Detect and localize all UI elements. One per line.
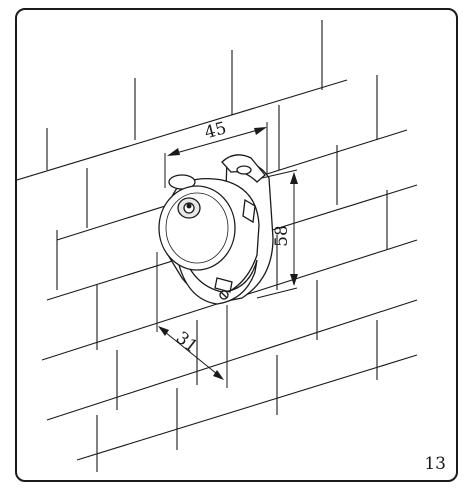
camera-device (158, 154, 274, 305)
page-number: 13 (424, 454, 446, 474)
installation-diagram: 45 58 31 (17, 20, 418, 472)
brick-wall (17, 20, 418, 472)
camera-dome (158, 185, 236, 271)
figure-frame: 45 58 31 13 (15, 8, 458, 482)
dimension-height: 58 (256, 169, 298, 299)
dimension-width: 45 (164, 118, 268, 188)
height-label: 58 (272, 225, 292, 247)
